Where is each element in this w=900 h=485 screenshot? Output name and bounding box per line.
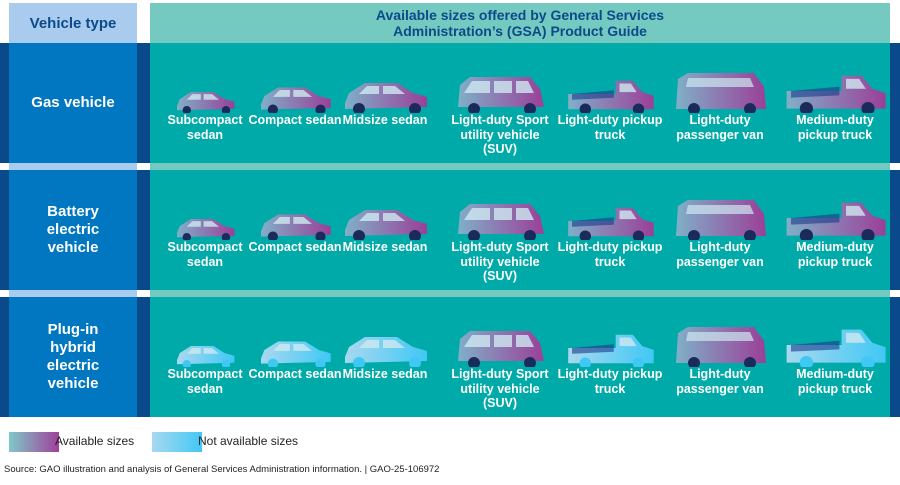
vehicle-size-cell: Light-duty Sport utility vehicle (SUV) <box>445 297 555 417</box>
sizes-header-text: Available sizes offered by General Servi… <box>375 7 665 39</box>
vehicle-size-label: Medium-duty pickup truck <box>796 113 874 142</box>
pickup-not-available-icon <box>786 329 886 367</box>
vehicle-size-label: Midsize sedan <box>342 240 428 254</box>
vehicle-size-label: Midsize sedan <box>342 113 428 127</box>
legend-available-swatch <box>9 432 59 452</box>
vehicle-size-cell: Light-duty passenger van <box>665 297 775 417</box>
vehicle-size-label: Compact sedan <box>248 367 342 381</box>
vehicle-size-label: Light-duty pickup truck <box>557 240 663 269</box>
vehicle-size-cell: Compact sedan <box>240 43 350 163</box>
vehicle-type-header: Vehicle type <box>29 14 117 32</box>
sedan-not-available-icon <box>345 337 427 367</box>
legend-not-available-swatch <box>152 432 202 452</box>
sedan-not-available-icon <box>177 346 235 367</box>
vehicle-size-label: Light-duty pickup truck <box>557 367 663 396</box>
vehicle-size-label: Subcompact sedan <box>167 240 243 269</box>
sedan-available-icon <box>261 214 331 240</box>
vehicle-type-label: Plug-in hybrid electric vehicle <box>9 297 137 417</box>
van-available-icon <box>676 200 766 240</box>
legend-not-available-label: Not available sizes <box>198 434 299 448</box>
vehicle-size-label: Midsize sedan <box>342 367 428 381</box>
sedan-available-icon <box>345 83 427 113</box>
vehicle-size-cell: Subcompact sedan <box>150 43 260 163</box>
vehicle-size-cell: Light-duty passenger van <box>665 170 775 290</box>
pickup-available-icon <box>568 207 654 240</box>
vehicle-size-label: Compact sedan <box>248 240 342 254</box>
vehicle-type-label: Battery electric vehicle <box>9 170 137 290</box>
suv-available-icon <box>458 77 544 113</box>
sedan-available-icon <box>177 219 235 240</box>
vehicle-size-cell: Light-duty pickup truck <box>555 43 665 163</box>
legend-available-label: Available sizes <box>55 434 135 448</box>
vehicle-size-label: Light-duty Sport utility vehicle (SUV) <box>451 113 549 156</box>
van-available-icon <box>676 327 766 367</box>
van-available-icon <box>676 73 766 113</box>
vehicle-size-label: Light-duty Sport utility vehicle (SUV) <box>451 367 549 410</box>
vehicle-size-cell: Light-duty pickup truck <box>555 297 665 417</box>
vehicle-size-cell: Medium-duty pickup truck <box>780 170 890 290</box>
vehicle-size-label: Light-duty passenger van <box>676 240 764 269</box>
suv-available-icon <box>458 204 544 240</box>
pickup-available-icon <box>786 75 886 113</box>
vehicle-size-cell: Midsize sedan <box>330 170 440 290</box>
vehicle-size-cell: Subcompact sedan <box>150 297 260 417</box>
pickup-not-available-icon <box>568 334 654 367</box>
vehicle-size-cell: Compact sedan <box>240 170 350 290</box>
vehicle-size-label: Light-duty passenger van <box>676 113 764 142</box>
sedan-available-icon <box>345 210 427 240</box>
vehicle-row: Battery electric vehicle Subcompact seda… <box>0 170 900 290</box>
vehicle-type-label: Gas vehicle <box>9 43 137 163</box>
vehicle-size-cell: Medium-duty pickup truck <box>780 297 890 417</box>
vehicle-size-cell: Midsize sedan <box>330 43 440 163</box>
vehicle-size-cell: Subcompact sedan <box>150 170 260 290</box>
vehicle-size-label: Light-duty pickup truck <box>557 113 663 142</box>
vehicle-size-cell: Light-duty Sport utility vehicle (SUV) <box>445 43 555 163</box>
suv-available-icon <box>458 331 544 367</box>
vehicle-size-cell: Compact sedan <box>240 297 350 417</box>
sedan-available-icon <box>261 87 331 113</box>
vehicle-size-cell: Medium-duty pickup truck <box>780 43 890 163</box>
vehicle-size-label: Subcompact sedan <box>167 113 243 142</box>
vehicle-size-label: Medium-duty pickup truck <box>796 240 874 269</box>
vehicle-size-label: Compact sedan <box>248 113 342 127</box>
sizes-header: Available sizes offered by General Servi… <box>150 3 890 43</box>
pickup-available-icon <box>786 202 886 240</box>
vehicle-size-label: Light-duty passenger van <box>676 367 764 396</box>
vehicle-row: Plug-in hybrid electric vehicle Subcompa… <box>0 297 900 417</box>
vehicle-size-cell: Midsize sedan <box>330 297 440 417</box>
vehicle-size-cell: Light-duty pickup truck <box>555 170 665 290</box>
sedan-available-icon <box>177 92 235 113</box>
pickup-available-icon <box>568 80 654 113</box>
sedan-not-available-icon <box>261 341 331 367</box>
vehicle-size-label: Medium-duty pickup truck <box>796 367 874 396</box>
vehicle-size-cell: Light-duty passenger van <box>665 43 775 163</box>
vehicle-size-label: Subcompact sedan <box>167 367 243 396</box>
vehicle-row: Gas vehicle Subcompact sedan Compact sed… <box>0 43 900 163</box>
source-note: Source: GAO illustration and analysis of… <box>4 464 440 475</box>
vehicle-size-label: Light-duty Sport utility vehicle (SUV) <box>451 240 549 283</box>
vehicle-size-cell: Light-duty Sport utility vehicle (SUV) <box>445 170 555 290</box>
